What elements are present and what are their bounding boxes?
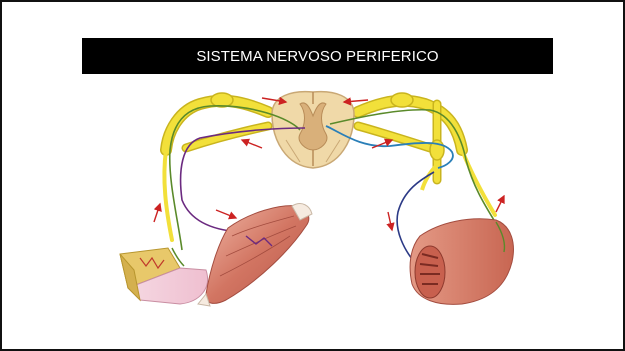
gut-wall	[410, 219, 513, 305]
right-spinal-nerve	[358, 93, 495, 215]
spinal-cord	[272, 92, 354, 168]
skin-receptor	[120, 248, 208, 304]
skeletal-muscle	[198, 204, 312, 306]
